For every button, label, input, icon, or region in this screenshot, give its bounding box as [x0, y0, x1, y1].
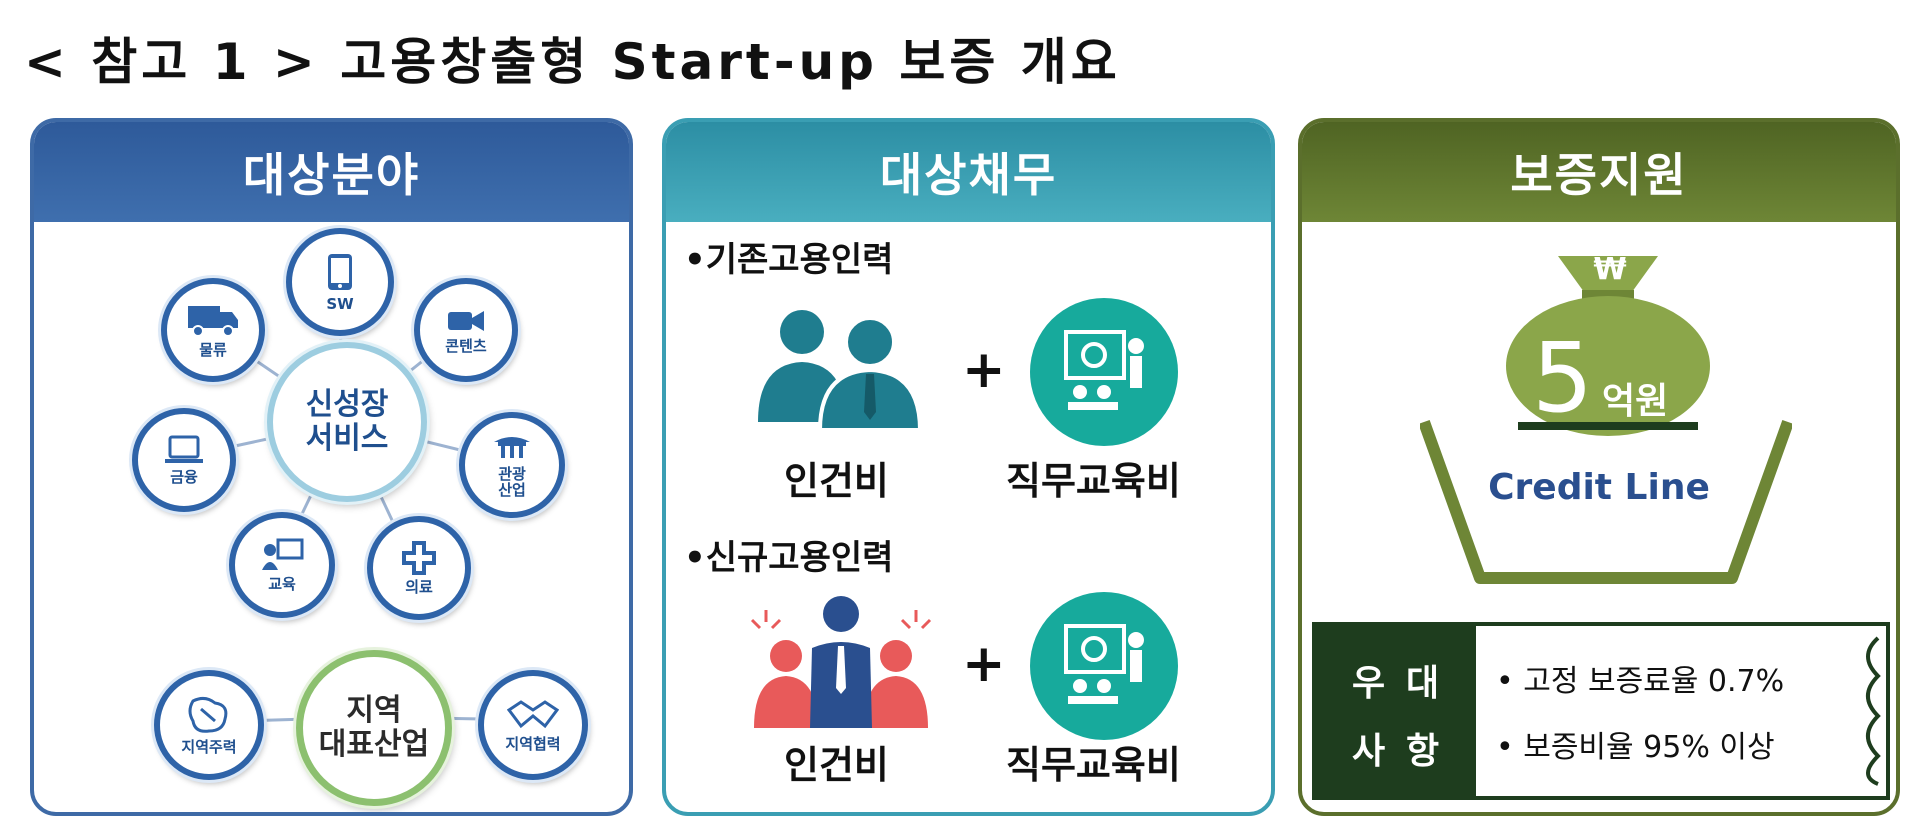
medical-label: 의료	[405, 577, 433, 596]
laptop-icon	[165, 435, 203, 463]
sw-label: SW	[326, 294, 354, 313]
credit-line-label: Credit Line	[1488, 467, 1710, 508]
content-node: 콘텐츠	[414, 278, 518, 382]
amount-number: 5	[1532, 322, 1594, 434]
new-hires-icon	[750, 596, 932, 728]
medical-node: 의료	[367, 516, 471, 620]
plus-sign-2: +	[962, 634, 1006, 694]
labor-cost-label-1: 인건비	[784, 459, 889, 503]
guarantee-support-heading: 보증지원	[1302, 122, 1896, 222]
regional-hub-line1: 지역	[346, 692, 402, 728]
benefit-char-4: 항	[1406, 731, 1440, 772]
regional-coop-node: 지역협력	[478, 670, 588, 780]
target-fields-panel: 대상분야 SW	[30, 118, 633, 816]
money-bag-icon	[1506, 256, 1710, 436]
benefit-char-3: 사	[1352, 731, 1386, 772]
training-cost-label-1: 직무교육비	[1006, 459, 1181, 503]
target-debt-panel: 대상채무 •기존고용인력 + 인건비 직무교육비 •신규고용인력	[662, 118, 1275, 816]
logistics-label: 물류	[199, 340, 227, 359]
target-debt-heading: 대상채무	[666, 122, 1271, 222]
camera-icon	[448, 310, 484, 331]
palace-icon	[494, 436, 530, 458]
plus-sign-1: +	[962, 340, 1006, 400]
regional-main-node: 지역주력	[154, 670, 264, 780]
training-icon-2	[1064, 624, 1144, 704]
training-icon-circle-2	[1030, 592, 1178, 740]
tourism-label-line1: 관광	[498, 464, 526, 483]
map-icon	[188, 696, 228, 733]
target-fields-heading: 대상분야	[34, 122, 629, 222]
labor-cost-label-2: 인건비	[784, 743, 889, 787]
regional-main-label: 지역주력	[181, 737, 237, 756]
regional-hub-line2: 대표산업	[318, 727, 430, 762]
sw-node: SW	[286, 228, 394, 336]
benefit-char-1: 우	[1352, 663, 1386, 704]
new-staff-heading: •신규고용인력	[684, 538, 894, 578]
handshake-icon	[507, 699, 559, 728]
coupon-edge-decoration	[1866, 636, 1881, 786]
benefit-item-1: • 고정 보증료율 0.7%	[1496, 664, 1785, 699]
smartphone-icon	[328, 253, 352, 290]
benefit-char-2: 대	[1406, 663, 1440, 704]
amount-unit: 억원	[1602, 381, 1669, 422]
teacher-board-icon	[262, 538, 304, 570]
benefits-coupon: 우 대 사 항 • 고정 보증료율 0.7% • 보증비율 95% 이상	[1312, 622, 1890, 800]
hub-label-line2: 서비스	[305, 421, 389, 456]
training-icon-circle-1	[1030, 298, 1178, 446]
benefits-title-block: 우 대 사 항	[1316, 626, 1476, 796]
regional-industry-hub: 지역 대표산업	[296, 650, 452, 806]
training-icon	[1064, 330, 1144, 410]
benefit-item-2: • 보증비율 95% 이상	[1496, 730, 1775, 765]
guarantee-support-panel: 보증지원 ₩ 5 억원 Credit Line 우 대 사 항 • 고정 보증료…	[1298, 118, 1900, 816]
existing-staff-heading: •기존고용인력	[684, 240, 894, 280]
tourism-node: 관광 산업	[459, 412, 565, 518]
won-symbol: ₩	[1593, 252, 1627, 287]
truck-icon	[188, 305, 238, 337]
regional-coop-label: 지역협력	[505, 734, 561, 753]
new-growth-service-hub: 신성장 서비스	[267, 342, 427, 502]
hub-label-line1: 신성장	[305, 386, 389, 422]
finance-label: 금융	[170, 467, 198, 486]
training-cost-label-2: 직무교육비	[1006, 743, 1181, 787]
basket-icon	[1420, 419, 1792, 584]
education-label: 교육	[268, 574, 296, 593]
logistics-node: 물류	[161, 278, 265, 382]
target-fields-network: SW 콘텐츠 물류 신성장 서비스	[34, 222, 629, 812]
tourism-label-line2: 산업	[498, 481, 526, 499]
business-people-icon	[758, 310, 922, 432]
finance-node: 금융	[132, 408, 236, 512]
medical-cross-icon	[402, 540, 436, 575]
page-title: < 참고 1 > 고용창출형 Start-up 보증 개요	[24, 33, 1121, 91]
content-label: 콘텐츠	[445, 336, 487, 355]
education-node: 교육	[229, 512, 335, 618]
